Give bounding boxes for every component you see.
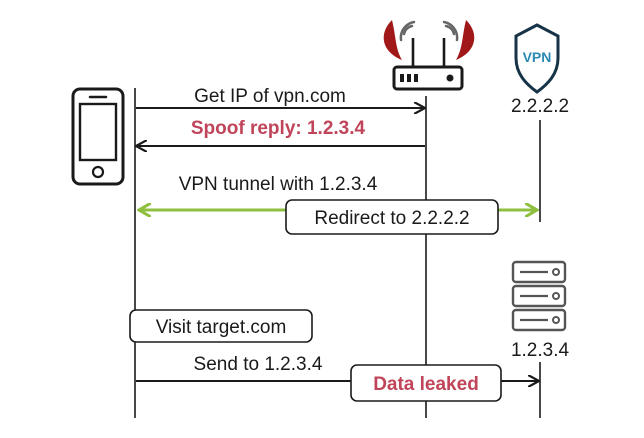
malicious-router-icon [383, 20, 475, 91]
attacker-server-ip: 1.2.3.4 [511, 340, 570, 361]
data-leaked-label: Data leaked [373, 374, 479, 395]
vpn-shield-icon: VPN [514, 23, 560, 94]
redirect-label: Redirect to 2.2.2.2 [314, 208, 469, 229]
data-leaked-box [350, 364, 502, 402]
vpn-badge-label: VPN [523, 49, 552, 65]
get-ip-label: Get IP of vpn.com [194, 86, 346, 107]
spoof-reply-label: Spoof reply: 1.2.3.4 [191, 118, 366, 139]
phone-icon [71, 87, 125, 186]
vpn-tunnel-label: VPN tunnel with 1.2.3.4 [179, 174, 378, 195]
vpn-server-ip: 2.2.2.2 [511, 96, 569, 117]
redirect-box [285, 199, 499, 235]
server-icon [511, 260, 567, 332]
send-to-label: Send to 1.2.3.4 [194, 354, 323, 375]
visit-target-box [129, 309, 313, 343]
visit-target-label: Visit target.com [156, 317, 287, 338]
